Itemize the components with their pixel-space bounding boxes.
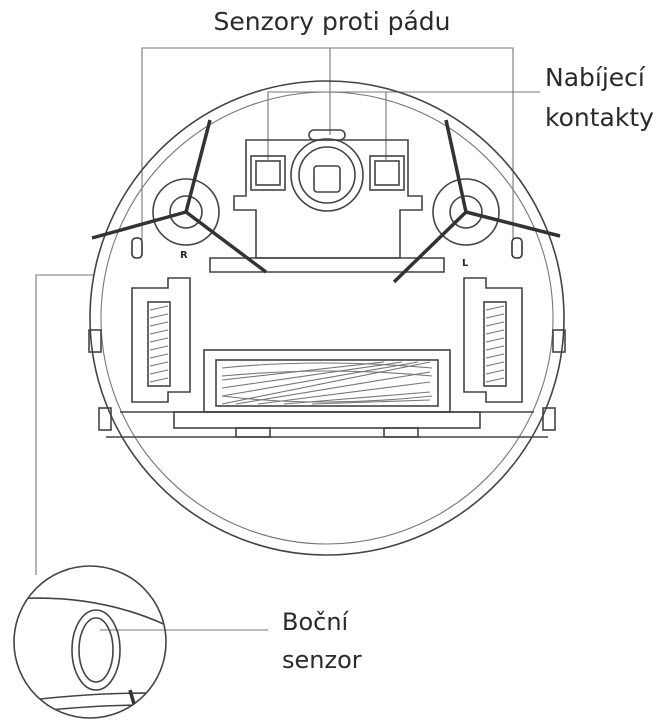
brush-label-l: L (462, 258, 469, 269)
label-cliff-sensors: Senzory proti pádu (213, 7, 450, 36)
label-side-sensor-line1: Boční (282, 608, 350, 636)
brush-label-r: R (180, 250, 188, 261)
drive-wheel-right (131, 277, 191, 403)
label-side-sensor-line2: senzor (282, 646, 362, 674)
front-cavity (209, 129, 445, 273)
robot-body (88, 80, 566, 556)
charging-contact-right (369, 155, 405, 191)
drive-wheel-left (463, 277, 523, 403)
label-charging-contacts-line2: kontakty (545, 103, 654, 132)
side-sensor-inset (13, 565, 167, 719)
label-charging-contacts-line1: Nabíjecí (545, 63, 646, 92)
side-brush-l: L (392, 119, 561, 284)
main-roller-brush (203, 349, 451, 413)
side-sensor (71, 609, 121, 691)
caster-wheel (290, 138, 364, 212)
side-brush-r: R (91, 119, 268, 274)
charging-contact-left (250, 155, 286, 191)
leader-lines (35, 47, 540, 631)
